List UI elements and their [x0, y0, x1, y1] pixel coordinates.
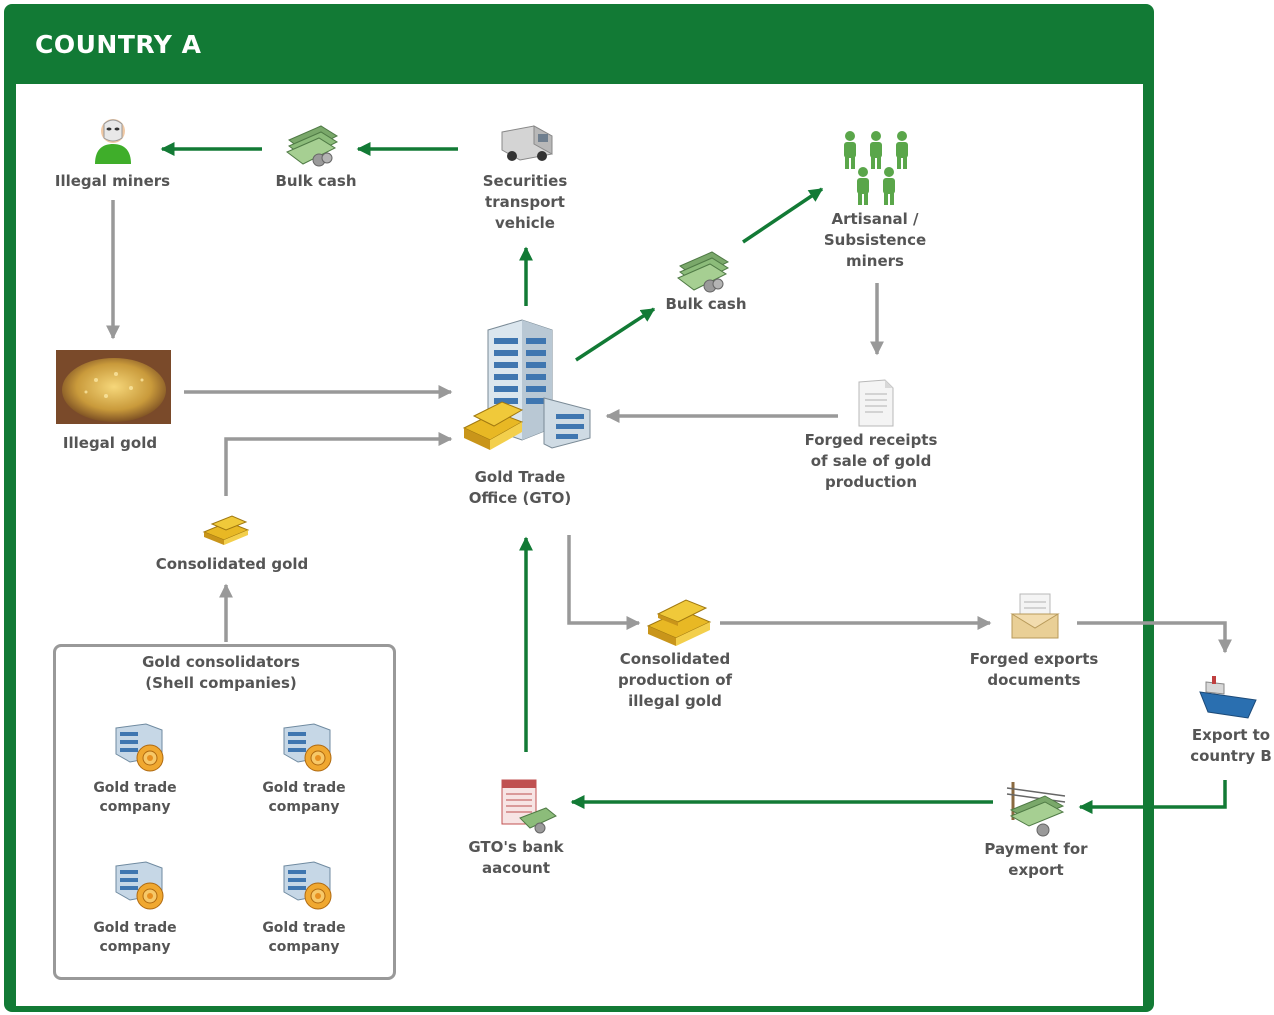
label-forged-receipts: Forged receipts of sale of gold producti… — [804, 431, 938, 491]
arrow-export-to-payment — [1078, 780, 1227, 814]
diagram-canvas — [16, 84, 1143, 1006]
arrow-gto-to-production — [567, 535, 641, 630]
label-consolidated-gold: Consolidated gold — [155, 555, 309, 573]
envelope-icon — [1010, 593, 1060, 639]
gold-consolidators-box — [53, 644, 396, 980]
label-export-to-b: Export to country B — [1190, 726, 1272, 765]
office-building-icon — [462, 319, 591, 450]
label-bulk-cash-mid: Bulk cash — [665, 295, 747, 313]
ship-icon — [1199, 676, 1257, 719]
armored-truck-icon — [501, 125, 553, 161]
label-gold-trade-company: Gold trade company — [93, 780, 177, 815]
label-consolidated-production: Consolidated production of illegal gold — [617, 650, 733, 710]
label-artisanal-miners: Artisanal / Subsistence miners — [823, 210, 927, 270]
arrow-docs-to-export — [1077, 621, 1232, 654]
label-gto: Gold Trade Office (GTO) — [468, 468, 572, 507]
arrow-bulkcash-to-artisanal — [742, 187, 824, 244]
cash-icon — [677, 251, 730, 293]
label-forged-exports: Forged exports documents — [969, 650, 1099, 689]
label-gold-trade-company: Gold trade company — [93, 920, 177, 955]
document-icon — [858, 379, 894, 427]
gold-bars-icon — [646, 599, 712, 646]
company-icon — [283, 861, 332, 910]
gold-bars-icon — [202, 515, 250, 545]
company-icon — [115, 723, 164, 772]
label-illegal-miners: Illegal miners — [54, 172, 171, 190]
masked-miner-icon — [95, 119, 131, 164]
bank-ledger-icon — [501, 779, 557, 834]
country-title: COUNTRY A — [35, 30, 202, 59]
label-illegal-gold: Illegal gold — [62, 434, 158, 452]
company-icon — [283, 723, 332, 772]
payment-icon — [1006, 782, 1066, 837]
cash-icon — [286, 125, 339, 167]
arrow-gto-to-bulkcash — [575, 307, 656, 362]
arrow-consolidated-to-gto — [224, 432, 453, 496]
label-gold-trade-company: Gold trade company — [262, 780, 346, 815]
label-gold-trade-company: Gold trade company — [262, 920, 346, 955]
label-securities-vehicle: Securities transport vehicle — [482, 172, 568, 232]
company-icon — [115, 861, 164, 910]
label-bulk-cash-top: Bulk cash — [275, 172, 357, 190]
label-payment-export: Payment for export — [984, 840, 1088, 879]
gold-pile-icon — [56, 350, 171, 424]
people-group-icon — [844, 131, 908, 205]
label-gold-consolidators: Gold consolidators (Shell companies) — [142, 653, 300, 692]
label-gto-bank: GTO's bank aacount — [468, 838, 564, 877]
